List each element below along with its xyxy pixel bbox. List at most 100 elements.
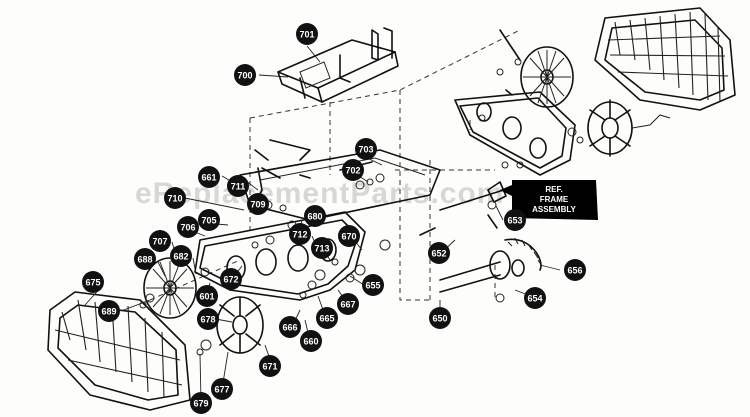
callout-circle <box>311 237 333 259</box>
callout-circle <box>170 245 192 267</box>
callout-circle <box>134 248 156 270</box>
callout-689: 689 <box>98 300 120 322</box>
ref-label-line2: FRAME <box>540 195 569 204</box>
callout-713: 713 <box>311 237 333 259</box>
callout-circle <box>342 159 364 181</box>
callout-number: 705 <box>201 216 216 226</box>
callout-circle <box>149 230 171 252</box>
callout-number: 710 <box>167 194 182 204</box>
callout-number: 652 <box>431 249 446 259</box>
callout-circle <box>82 271 104 293</box>
callout-661: 661 <box>198 166 220 188</box>
callout-number: 682 <box>173 252 188 262</box>
callout-652: 652 <box>428 242 450 264</box>
callout-660: 660 <box>300 330 322 352</box>
callout-number: 700 <box>237 71 252 81</box>
callout-circle <box>504 209 526 231</box>
upper-side-plate <box>454 89 576 176</box>
callout-number: 679 <box>193 399 208 409</box>
callout-703: 703 <box>355 138 377 160</box>
callout-675: 675 <box>82 271 104 293</box>
callout-circle <box>98 300 120 322</box>
callout-circle <box>316 307 338 329</box>
callout-number: 650 <box>432 314 447 324</box>
callout-circle <box>296 23 318 45</box>
lower-side-rail <box>194 211 366 301</box>
callout-circle <box>227 175 249 197</box>
callout-679: 679 <box>190 392 212 414</box>
callout-number: 702 <box>345 166 360 176</box>
callout-670: 670 <box>338 225 360 247</box>
upper-track <box>594 7 736 111</box>
drive-axle-assembly <box>439 200 543 303</box>
callout-circle <box>279 316 301 338</box>
ref-label-line1: REF. <box>545 185 562 194</box>
callout-circle <box>234 64 256 86</box>
callout-number: 703 <box>358 145 373 155</box>
callout-682: 682 <box>170 245 192 267</box>
callout-number: 677 <box>214 385 229 395</box>
lower-left-wheel <box>143 257 197 319</box>
callout-653: 653 <box>504 209 526 231</box>
callout-circle <box>300 330 322 352</box>
callout-654: 654 <box>524 287 546 309</box>
callout-circle <box>190 392 212 414</box>
callout-number: 671 <box>262 362 277 372</box>
callout-number: 680 <box>307 212 322 222</box>
callout-665: 665 <box>316 307 338 329</box>
upper-drive-gear <box>567 99 671 157</box>
watermark-text: eReplacementParts.com <box>135 177 505 210</box>
callout-705: 705 <box>198 209 220 231</box>
callout-number: 654 <box>527 294 542 304</box>
callout-710: 710 <box>164 187 186 209</box>
callout-671: 671 <box>259 355 281 377</box>
callout-number: 661 <box>201 173 216 183</box>
ref-frame-assembly-label: REF. FRAME ASSEMBLY <box>439 180 598 220</box>
ref-label-line3: ASSEMBLY <box>532 205 576 214</box>
callout-circle <box>211 378 233 400</box>
callout-circle <box>429 307 451 329</box>
callout-667: 667 <box>337 293 359 315</box>
callout-number: 656 <box>567 266 582 276</box>
callout-number: 689 <box>101 307 116 317</box>
callouts: 7017007037026617117107097057066807127136… <box>82 23 586 414</box>
callout-number: 601 <box>199 292 214 302</box>
callout-707: 707 <box>149 230 171 252</box>
callout-number: 675 <box>85 278 100 288</box>
callout-circle <box>197 308 219 330</box>
callout-number: 707 <box>152 237 167 247</box>
callout-601: 601 <box>196 285 218 307</box>
callout-number: 670 <box>341 232 356 242</box>
callout-number: 713 <box>314 244 329 254</box>
callout-702: 702 <box>342 159 364 181</box>
lower-drive-gear <box>196 296 264 356</box>
callout-circle <box>564 259 586 281</box>
callout-number: 665 <box>319 314 334 324</box>
callout-709: 709 <box>247 193 269 215</box>
callout-circle <box>362 274 384 296</box>
callout-678: 678 <box>197 308 219 330</box>
callout-circle <box>198 166 220 188</box>
callout-circle <box>220 268 242 290</box>
callout-650: 650 <box>429 307 451 329</box>
callout-number: 655 <box>365 281 380 291</box>
callout-number: 660 <box>303 337 318 347</box>
callout-circle <box>198 209 220 231</box>
callout-number: 688 <box>137 255 152 265</box>
callout-number: 667 <box>340 300 355 310</box>
callout-655: 655 <box>362 274 384 296</box>
callout-701: 701 <box>296 23 318 45</box>
mount-bracket <box>277 27 399 103</box>
callout-700: 700 <box>234 64 256 86</box>
callout-circle <box>259 355 281 377</box>
callout-circle <box>196 285 218 307</box>
callout-711: 711 <box>227 175 249 197</box>
callout-circle <box>247 193 269 215</box>
callout-706: 706 <box>177 216 199 238</box>
callout-circle <box>338 225 360 247</box>
callout-677: 677 <box>211 378 233 400</box>
callout-circle <box>164 187 186 209</box>
callout-number: 672 <box>223 275 238 285</box>
